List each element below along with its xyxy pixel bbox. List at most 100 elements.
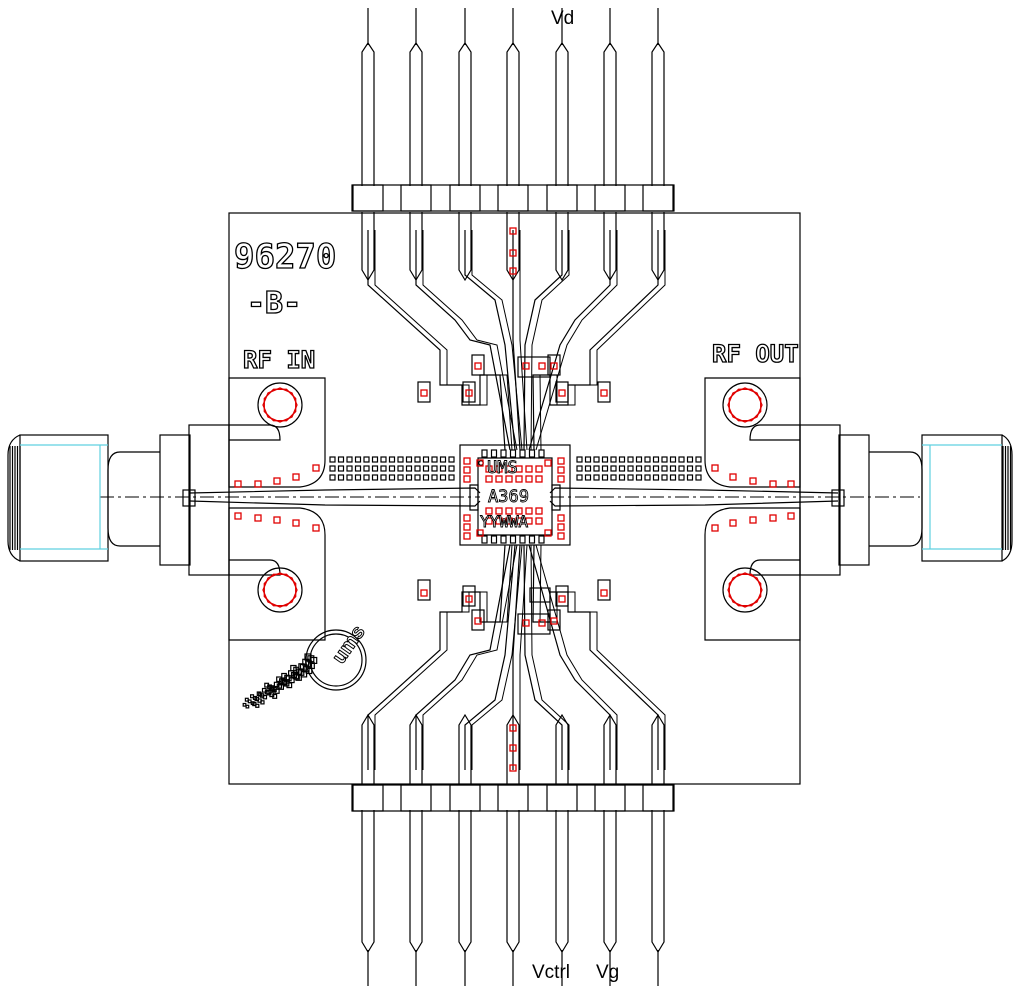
top-header-pins	[351, 8, 675, 282]
red-via	[463, 466, 471, 474]
logo-trail-dot	[245, 704, 250, 709]
header-pin-top-inner	[555, 212, 569, 282]
red-via	[769, 514, 777, 522]
sma-left-barrel	[19, 434, 109, 562]
ground-via	[610, 474, 617, 481]
capacitor	[517, 356, 551, 378]
red-via	[525, 465, 533, 473]
red-via	[550, 362, 558, 370]
ground-via	[405, 456, 413, 463]
red-via	[600, 589, 608, 597]
header-pin-housing	[497, 184, 529, 212]
red-via	[535, 465, 543, 473]
rf-out-tab-top	[749, 424, 800, 441]
logo-trail-dot	[293, 673, 300, 680]
red-via	[474, 362, 482, 370]
ground-via	[635, 465, 643, 472]
ground-via	[363, 465, 370, 472]
red-via	[509, 764, 517, 772]
header-pin-housing	[400, 184, 432, 212]
part-number-label: 96270	[234, 237, 336, 277]
rf-out-lower-pad	[704, 507, 801, 641]
ground-via	[431, 465, 438, 472]
sma-right-pin	[831, 489, 845, 507]
red-via	[505, 475, 513, 483]
logo-trail-dot	[281, 679, 288, 686]
header-pin-housing	[449, 784, 481, 812]
ground-via	[354, 456, 362, 463]
header-pin-housing	[594, 784, 626, 812]
red-via	[495, 475, 503, 483]
ground-via	[678, 474, 685, 481]
red-via	[292, 519, 300, 527]
red-via	[515, 475, 523, 483]
sma-right-body	[838, 434, 870, 566]
red-via	[558, 389, 566, 397]
header-pin-top-outer	[603, 41, 617, 186]
red-via	[505, 465, 513, 473]
red-via	[495, 517, 503, 525]
ground-via	[601, 465, 609, 472]
red-via	[474, 617, 482, 625]
ground-via	[346, 465, 353, 472]
ground-via	[635, 456, 643, 463]
ground-via	[329, 465, 336, 472]
sma-right-nut	[869, 451, 923, 547]
header-pin-bottom-outer	[555, 810, 569, 954]
ground-via	[354, 474, 362, 481]
header-pin-housing	[449, 184, 481, 212]
rf-out-label: RF OUT	[712, 340, 799, 368]
ground-via	[422, 474, 430, 481]
logo-trail-dot	[270, 686, 275, 691]
red-via	[515, 507, 523, 515]
header-pin-bottom-inner	[361, 713, 375, 784]
red-via	[544, 459, 552, 467]
red-via	[557, 475, 565, 483]
header-pin-housing	[546, 184, 578, 212]
red-via	[535, 475, 543, 483]
ground-via	[346, 456, 353, 463]
chip-lead-top	[538, 449, 545, 458]
bias-trace-top-edge	[530, 230, 570, 451]
capacitor	[597, 381, 611, 403]
header-pin-top-inner	[651, 212, 665, 282]
mounting-hole-octagon-rotated	[262, 387, 298, 423]
red-via	[522, 362, 530, 370]
mounting-hole-octagon-rotated	[727, 387, 763, 423]
ground-via	[661, 456, 668, 463]
ground-via	[686, 456, 694, 463]
capacitor	[547, 609, 561, 631]
red-via	[538, 362, 546, 370]
header-pin-bottom-outer	[361, 810, 375, 954]
ground-via	[618, 465, 626, 472]
header-pin-bottom-outer	[409, 810, 423, 954]
red-via	[509, 744, 517, 752]
red-via	[538, 619, 546, 627]
ground-via	[576, 465, 583, 472]
bias-trace-top	[415, 230, 511, 451]
header-pin-housing	[352, 784, 384, 812]
bias-trace-top	[512, 230, 521, 451]
header-pin-housing	[497, 784, 529, 812]
header-pin-top-outer	[506, 41, 520, 186]
ground-via	[652, 474, 660, 481]
ground-via	[337, 474, 345, 481]
bias-trace-bottom-edge	[530, 544, 570, 770]
rf-ground-pads	[228, 377, 801, 641]
capacitor	[462, 381, 476, 403]
ground-via	[405, 474, 413, 481]
chip-lead-top	[509, 449, 517, 458]
ground-via	[439, 465, 447, 472]
header-pin-top-inner	[361, 212, 375, 282]
header-pin-bottom-outer	[603, 810, 617, 954]
red-via	[273, 516, 281, 524]
red-via	[535, 507, 543, 515]
decoupling-capacitors	[417, 354, 611, 635]
ground-via	[695, 465, 702, 472]
ground-via	[584, 465, 592, 472]
ground-via	[661, 474, 668, 481]
mounting-hole	[257, 567, 303, 613]
ground-via	[371, 474, 379, 481]
bias-trace-bottom	[415, 544, 511, 770]
bias-trace-top-edge	[374, 230, 513, 451]
